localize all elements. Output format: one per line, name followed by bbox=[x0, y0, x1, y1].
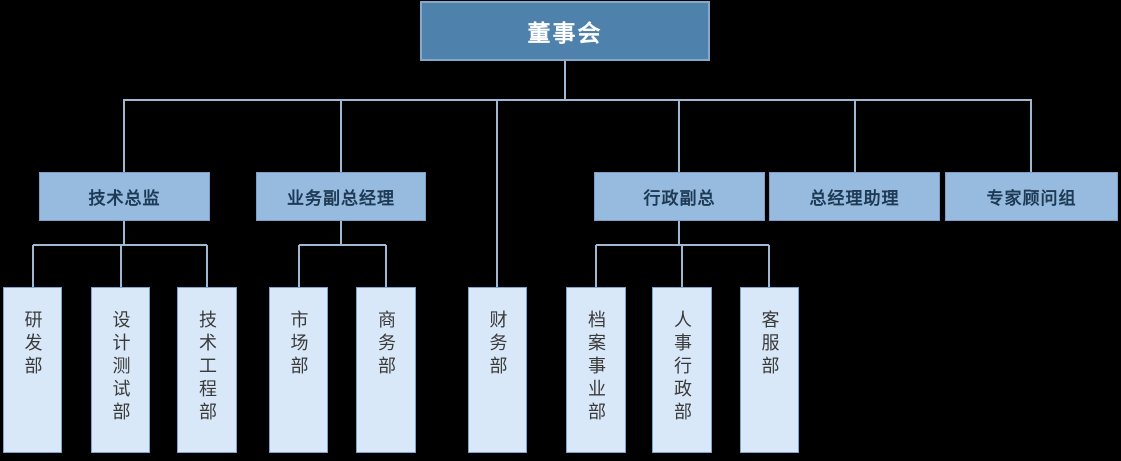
org-node-business-deputy-gm[interactable]: 业务副总经理 bbox=[256, 172, 426, 221]
org-node-label: 研发部 bbox=[22, 310, 43, 379]
org-node-label: 客服部 bbox=[759, 310, 780, 379]
org-node-finance-dept[interactable]: 财务部 bbox=[468, 287, 527, 453]
org-node-label: 技术总监 bbox=[88, 189, 161, 208]
org-node-label: 总经理助理 bbox=[809, 189, 900, 208]
org-node-archives-division[interactable]: 档案事业部 bbox=[566, 287, 626, 453]
org-node-tech-director[interactable]: 技术总监 bbox=[39, 172, 210, 221]
org-node-label: 档案事业部 bbox=[586, 310, 606, 425]
org-node-label: 设计测试部 bbox=[110, 310, 131, 425]
org-node-marketing-dept[interactable]: 市场部 bbox=[269, 287, 328, 453]
org-node-design-test-dept[interactable]: 设计测试部 bbox=[91, 287, 150, 453]
org-node-board-of-directors[interactable]: 董事会 bbox=[420, 1, 710, 61]
org-node-business-dept[interactable]: 商务部 bbox=[356, 287, 416, 453]
org-node-label: 财务部 bbox=[487, 310, 508, 379]
org-node-label: 市场部 bbox=[288, 310, 309, 379]
org-node-label: 技术工程部 bbox=[197, 310, 217, 425]
org-node-label: 商务部 bbox=[376, 310, 396, 379]
org-node-label: 业务副总经理 bbox=[287, 189, 395, 208]
org-node-gm-assistant[interactable]: 总经理助理 bbox=[769, 172, 940, 221]
org-node-label: 专家顾问组 bbox=[986, 189, 1077, 208]
org-node-label: 董事会 bbox=[527, 20, 603, 46]
org-node-label: 人事行政部 bbox=[672, 310, 692, 425]
org-node-expert-advisory-group[interactable]: 专家顾问组 bbox=[945, 172, 1118, 221]
org-node-rd-dept[interactable]: 研发部 bbox=[3, 287, 62, 453]
org-node-customer-service-dept[interactable]: 客服部 bbox=[740, 287, 799, 453]
org-node-tech-engineering-dept[interactable]: 技术工程部 bbox=[177, 287, 237, 453]
org-node-label: 行政副总 bbox=[643, 189, 716, 208]
org-node-hr-admin-dept[interactable]: 人事行政部 bbox=[652, 287, 712, 453]
org-node-admin-deputy[interactable]: 行政副总 bbox=[594, 172, 765, 221]
